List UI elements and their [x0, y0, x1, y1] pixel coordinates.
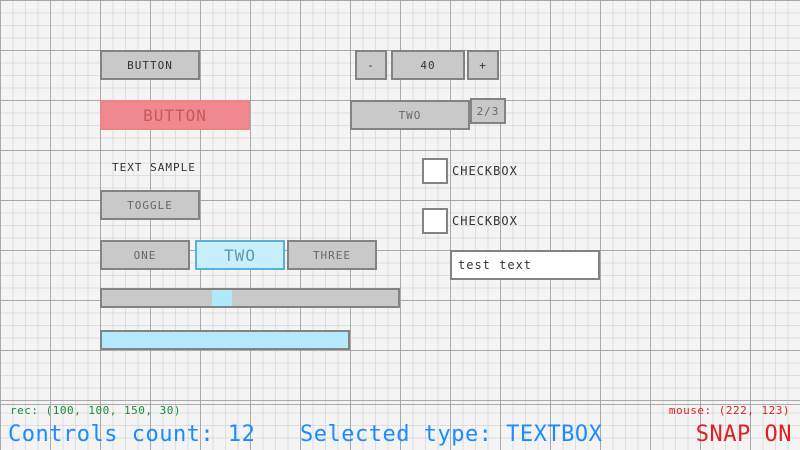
spinner-value: 40	[420, 58, 436, 72]
button-pressed[interactable]: BUTTON	[100, 100, 250, 130]
toggle-group-item-one-label: ONE	[133, 248, 157, 262]
text-sample-value: TEXT SAMPLE	[112, 160, 196, 174]
button-normal[interactable]: BUTTON	[100, 50, 200, 80]
toggle-group-item-one[interactable]: ONE	[100, 240, 190, 270]
controls-count-text: Controls count: 12	[8, 422, 256, 447]
spinner-decrement-button[interactable]: -	[355, 50, 387, 80]
rec-info-text: rec: (100, 100, 150, 30)	[10, 404, 181, 417]
checkbox-two-label-wrap: CHECKBOX	[452, 211, 572, 231]
checkbox-one[interactable]	[422, 158, 448, 184]
progressbar	[100, 330, 350, 350]
toggle-group-item-two-label: TWO	[224, 245, 256, 265]
spinner-increment-button[interactable]: +	[467, 50, 499, 80]
toggle-group-item-two[interactable]: TWO	[195, 240, 285, 270]
toggle-group-item-three[interactable]: THREE	[287, 240, 377, 270]
toggle-label: TOGGLE	[127, 198, 173, 212]
spinner-value-field[interactable]: 40	[391, 50, 465, 80]
button-pressed-label: BUTTON	[143, 105, 207, 125]
textbox-value: test text	[458, 258, 533, 272]
button-normal-label: BUTTON	[127, 58, 173, 72]
spinner-decrement-label: -	[367, 58, 375, 72]
slider-thumb[interactable]	[212, 290, 232, 306]
checkbox-two-label: CHECKBOX	[452, 214, 518, 228]
dropdown-selected-label: TWO	[398, 108, 422, 122]
dropdown-page-indicator-label: 2/3	[476, 104, 500, 118]
selected-type-text: Selected type: TEXTBOX	[300, 422, 603, 447]
checkbox-one-label: CHECKBOX	[452, 164, 518, 178]
checkbox-one-label-wrap: CHECKBOX	[452, 161, 572, 181]
progressbar-fill	[102, 332, 348, 348]
dropdown-box[interactable]: TWO	[350, 100, 470, 130]
text-sample-label: TEXT SAMPLE	[112, 157, 262, 177]
slider[interactable]	[100, 288, 400, 308]
snap-state-text: SNAP ON	[695, 422, 792, 447]
spinner-increment-label: +	[479, 58, 487, 72]
toggle-group-item-three-label: THREE	[312, 248, 352, 262]
checkbox-two[interactable]	[422, 208, 448, 234]
toggle-button[interactable]: TOGGLE	[100, 190, 200, 220]
mouse-position-text: mouse: (222, 123)	[668, 404, 790, 417]
status-bar-divider	[0, 404, 800, 405]
textbox[interactable]: test text	[450, 250, 600, 280]
dropdown-page-indicator: 2/3	[470, 98, 506, 124]
